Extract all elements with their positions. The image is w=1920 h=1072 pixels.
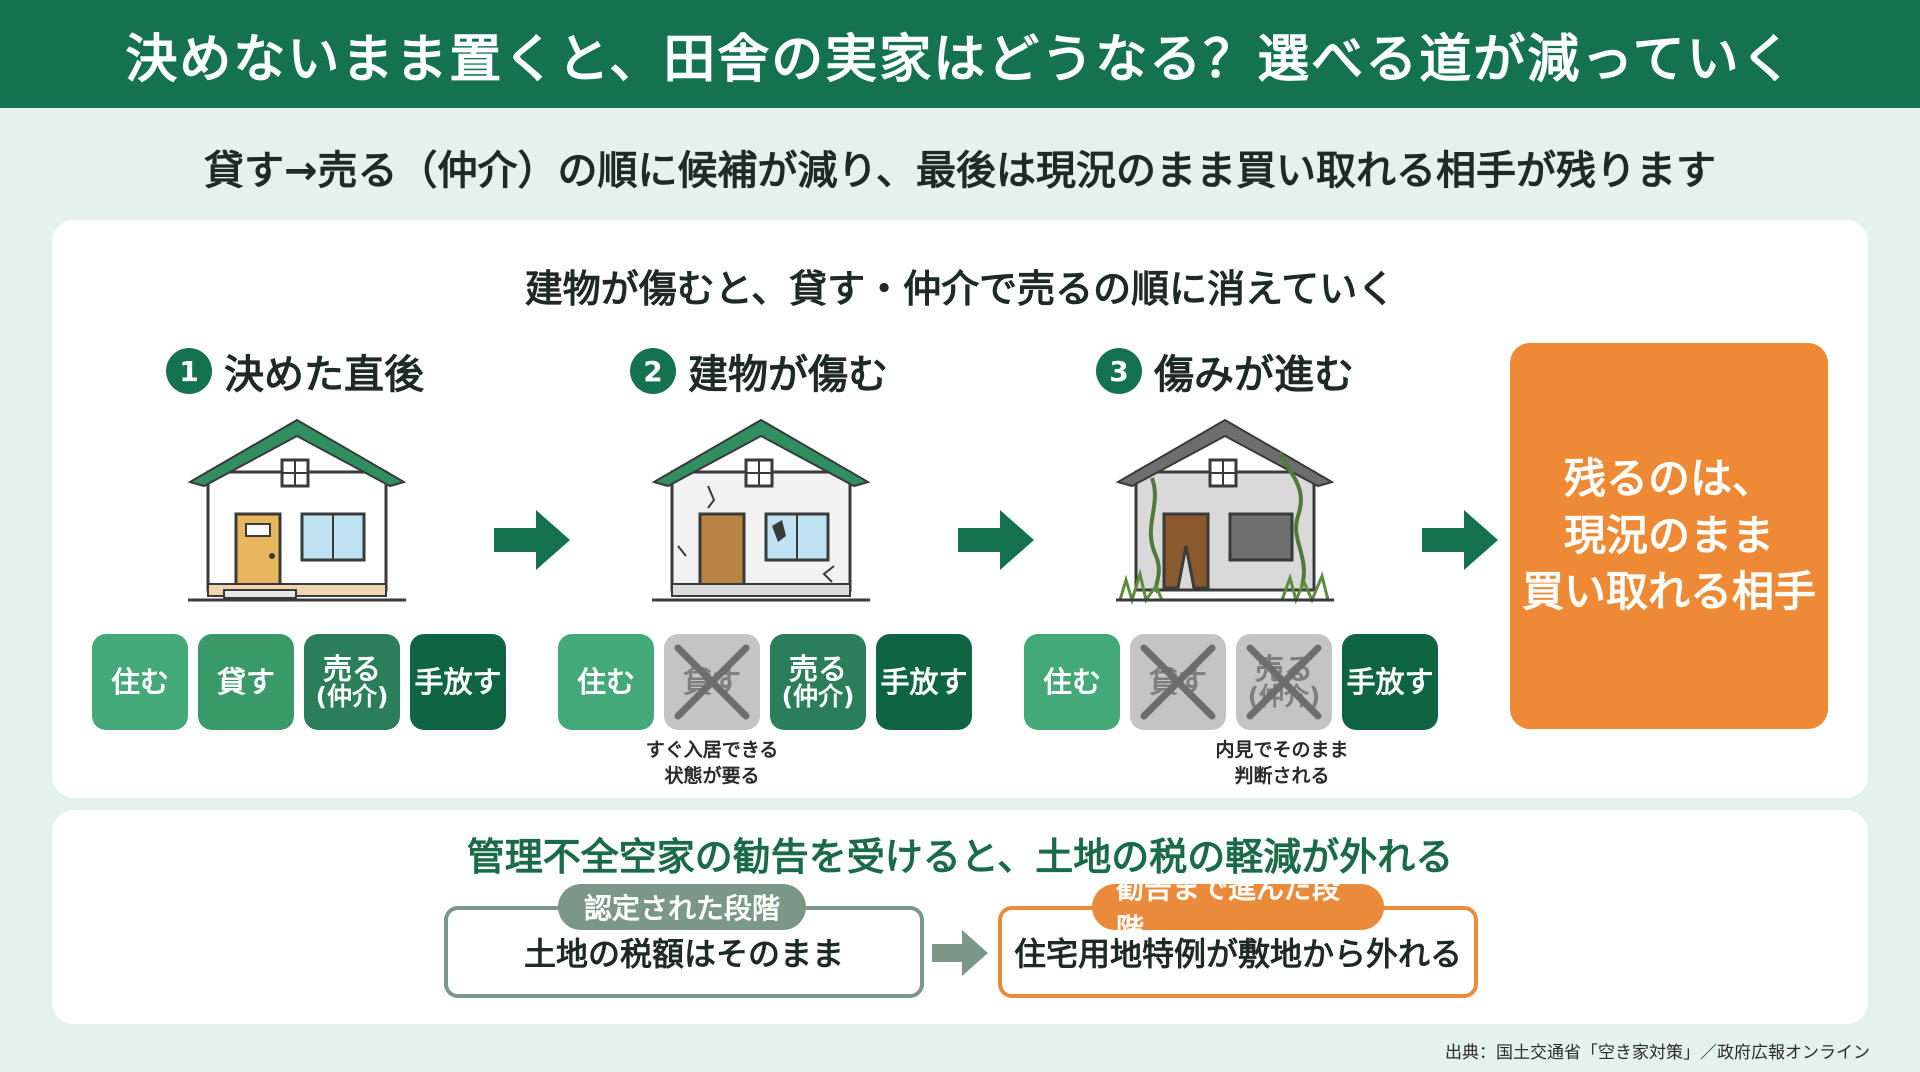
subtitle: 貸す→売る（仲介）の順に候補が減り、最後は現況のまま買い取れる相手が残ります: [204, 148, 1716, 194]
result-box: 残るのは、 現況のまま 買い取れる相手: [1510, 343, 1828, 729]
result-line-3: 買い取れる相手: [1521, 567, 1816, 617]
result-line-1: 残るのは、: [1563, 453, 1774, 503]
stage-3-text: 傷みが進む: [1154, 352, 1354, 398]
certified-stage-tag: 認定された段階: [558, 884, 806, 930]
option-sell-broker: 売る(仲介): [304, 634, 400, 730]
tax-panel: 管理不全空家の勧告を受けると、土地の税の軽減が外れる 土地の税額はそのまま 認定…: [52, 810, 1868, 1024]
stage-1-number: 1: [166, 348, 212, 394]
house-damaged-illustration: [651, 418, 871, 602]
cross-icon: [674, 644, 750, 720]
option-let-go: 手放す: [876, 634, 972, 730]
option-rent-unavailable: 貸す: [1130, 634, 1226, 730]
tax-panel-title: 管理不全空家の勧告を受けると、土地の税の軽減が外れる: [466, 835, 1454, 879]
stage-3-number: 3: [1096, 348, 1142, 394]
recommended-stage-text: 住宅用地特例が敷地から外れる: [1013, 935, 1462, 973]
stage-3-label: 3 傷みが進む: [1096, 342, 1354, 400]
source-citation: 出典：国土交通省「空き家対策」／政府広報オンライン: [1445, 1043, 1870, 1063]
stage-1-label: 1 決めた直後: [166, 342, 424, 400]
cross-icon: [1140, 644, 1216, 720]
stage-2-number: 2: [630, 348, 676, 394]
option-live: 住む: [1024, 634, 1120, 730]
arrow-right-icon: [494, 510, 570, 570]
option-rent-unavailable: 貸す: [664, 634, 760, 730]
option-sell-broker-unavailable: 売る(仲介): [1236, 634, 1332, 730]
certified-stage-text: 土地の税額はそのまま: [523, 935, 844, 973]
option-live: 住む: [558, 634, 654, 730]
stage-1-text: 決めた直後: [224, 352, 424, 398]
option-sell-broker: 売る(仲介): [770, 634, 866, 730]
stage-2-note-text: すぐ入居できる 状態が要る: [645, 739, 779, 787]
stage-3-note-text: 内見でそのまま 判断される: [1215, 739, 1349, 787]
stage-3-note: 内見でそのまま 判断される: [1182, 738, 1382, 789]
option-let-go: 手放す: [1342, 634, 1438, 730]
stage-2-text: 建物が傷む: [688, 352, 888, 398]
stage-2-note: すぐ入居できる 状態が要る: [612, 738, 812, 789]
arrow-right-icon: [958, 510, 1034, 570]
arrow-right-icon: [932, 930, 988, 976]
stages-panel-title: 建物が傷むと、貸す・仲介で売るの順に消えていく: [524, 267, 1396, 311]
house-new-illustration: [187, 418, 407, 602]
result-line-2: 現況のまま: [1563, 510, 1774, 560]
house-deteriorated-illustration: [1115, 418, 1335, 606]
cross-icon: [1246, 644, 1322, 720]
page-title: 決めないまま置くと、田舎の実家はどうなる？選べる道が減っていく: [125, 29, 1795, 90]
option-let-go: 手放す: [410, 634, 506, 730]
arrow-right-icon: [1422, 510, 1498, 570]
recommended-stage-tag: 勧告まで進んだ段階: [1092, 872, 1384, 945]
option-live: 住む: [92, 634, 188, 730]
header-banner: 決めないまま置くと、田舎の実家はどうなる？選べる道が減っていく: [0, 0, 1920, 108]
stage-2-label: 2 建物が傷む: [630, 342, 888, 400]
option-rent: 貸す: [198, 634, 294, 730]
